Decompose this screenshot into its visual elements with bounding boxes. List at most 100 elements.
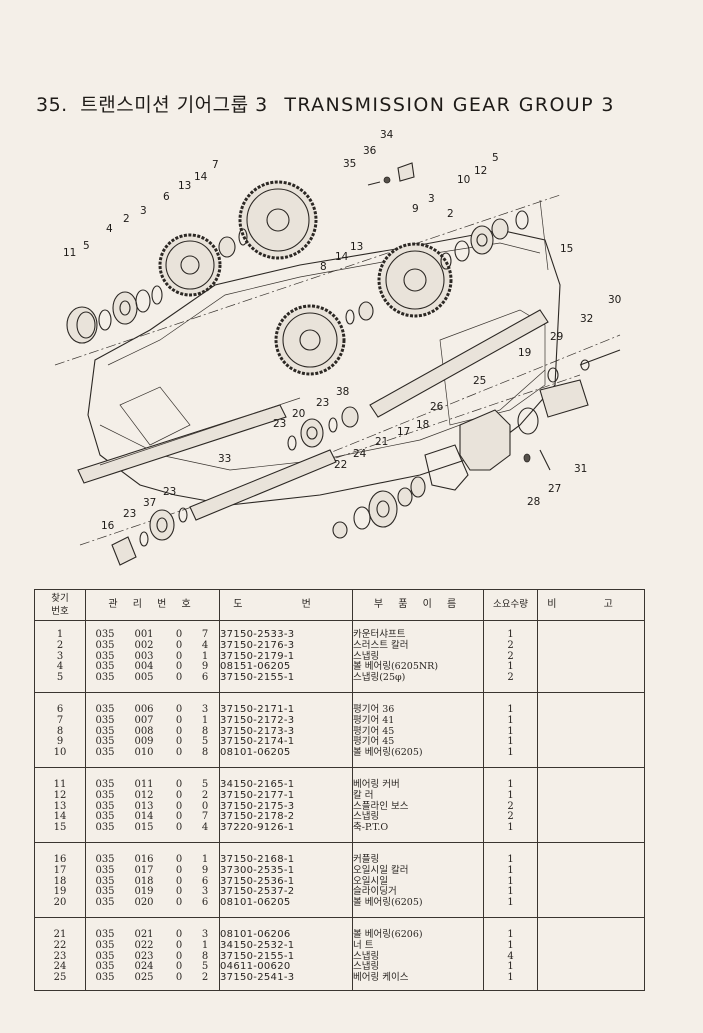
management-number-part: 6	[201, 672, 209, 684]
management-number-part: 9	[201, 864, 209, 876]
cell-remark	[537, 898, 645, 918]
management-number-part: 5	[201, 961, 209, 973]
page-title: 35. 트랜스미션 기어그룹 3 TRANSMISSION GEAR GROUP…	[36, 90, 615, 117]
management-number-part: 035	[95, 822, 115, 834]
cell-remark	[537, 673, 645, 693]
snap-ring-14-lower	[345, 309, 355, 325]
management-number-part: 012	[134, 789, 154, 801]
management-number-part: 035	[95, 928, 115, 940]
label-16: 16	[101, 520, 115, 532]
cell-remark	[537, 640, 645, 652]
management-number-part: 0	[175, 928, 183, 940]
management-number-part: 002	[134, 639, 154, 651]
snap-ring-5-right	[515, 210, 529, 230]
management-number-part: 009	[134, 736, 154, 748]
title-english: TRANSMISSION GEAR GROUP 3	[284, 94, 615, 116]
management-number-part: 0	[175, 800, 183, 812]
management-number-part: 035	[95, 972, 115, 984]
label-23-a: 23	[316, 397, 329, 409]
management-number-part: 019	[134, 886, 154, 898]
spur-gear-9	[377, 242, 453, 318]
label-6: 6	[163, 191, 170, 203]
nut-22	[332, 521, 348, 539]
centre-line-upper	[54, 194, 561, 366]
oil-seal-18	[410, 476, 426, 498]
cell-part-name: 평기어 36	[352, 691, 484, 716]
label-7: 7	[212, 159, 219, 171]
snap-ring-23-b	[287, 435, 297, 451]
cell-drawing-number: 08101-06206	[219, 916, 353, 941]
label-22: 22	[334, 459, 347, 471]
management-number-part: 0	[175, 703, 183, 715]
management-number-part: 010	[134, 747, 154, 759]
cell-part-name: 스러스트 칼러	[352, 640, 484, 652]
management-number-part: 4	[201, 639, 209, 651]
management-number-part: 008	[134, 725, 154, 737]
management-number-part: 0	[175, 864, 183, 876]
label-30: 30	[608, 294, 621, 306]
management-number-part: 0	[175, 661, 183, 673]
management-number-part: 6	[201, 897, 209, 909]
main-shaft-33	[189, 449, 337, 521]
cell-remark	[537, 887, 645, 899]
cell-drawing-number: 37150-2176-3	[219, 640, 353, 652]
cell-find-number: 5	[34, 672, 86, 693]
cell-drawing-number: 37150-2172-3	[219, 715, 353, 727]
spur-gear-6	[158, 233, 222, 297]
cell-quantity: 1	[483, 972, 538, 991]
centre-line-lower	[79, 374, 581, 546]
cell-find-number: 2	[34, 640, 86, 652]
management-number-part: 1	[201, 939, 209, 951]
pin-30	[579, 349, 621, 366]
cell-drawing-number: 37220-9126-1	[219, 822, 353, 843]
cell-part-name: 스냅링(25φ)	[352, 672, 484, 693]
table-header-row: 찾기 번호 관 리 번 호 도 번 부 품 이 름 소요수량 비 고	[34, 589, 645, 621]
label-25: 25	[473, 375, 486, 387]
management-number-part: 018	[134, 875, 154, 887]
management-number-part: 0	[175, 725, 183, 737]
cell-remark	[537, 841, 645, 866]
label-13: 13	[178, 180, 191, 192]
cell-quantity: 1	[483, 691, 538, 716]
cell-drawing-number: 37150-2541-3	[219, 972, 353, 991]
management-number-part: 7	[201, 811, 209, 823]
cell-remark	[537, 737, 645, 749]
management-number-part: 0	[175, 639, 183, 651]
management-number-part: 6	[201, 875, 209, 887]
management-number-part: 035	[95, 853, 115, 865]
management-number-part: 0	[175, 886, 183, 898]
cell-drawing-number: 08101-06205	[219, 747, 353, 768]
bearing-case-25	[459, 409, 511, 471]
cell-find-number: 12	[34, 790, 86, 802]
management-number-part: 0	[175, 972, 183, 984]
management-number-part: 035	[95, 939, 115, 951]
management-number-part: 013	[134, 800, 154, 812]
cell-part-name: 오일시일 칼러	[352, 865, 484, 877]
management-number-part: 035	[95, 875, 115, 887]
management-number-part: 2	[201, 789, 209, 801]
ring-29	[547, 367, 559, 383]
management-number-part: 5	[201, 778, 209, 790]
label-18: 18	[416, 419, 429, 431]
management-number-part: 035	[95, 886, 115, 898]
cell-find-number: 10	[34, 747, 86, 768]
cell-part-name: 너 트	[352, 940, 484, 952]
management-number-part: 3	[201, 928, 209, 940]
label-12: 12	[474, 165, 487, 177]
cell-drawing-number: 34150-2165-1	[219, 766, 353, 791]
cell-remark	[537, 916, 645, 941]
label-27: 27	[548, 483, 561, 495]
washer-28	[523, 453, 531, 463]
cell-find-number: 6	[34, 691, 86, 716]
cell-quantity: 1	[483, 620, 538, 641]
label-31: 31	[574, 463, 587, 475]
